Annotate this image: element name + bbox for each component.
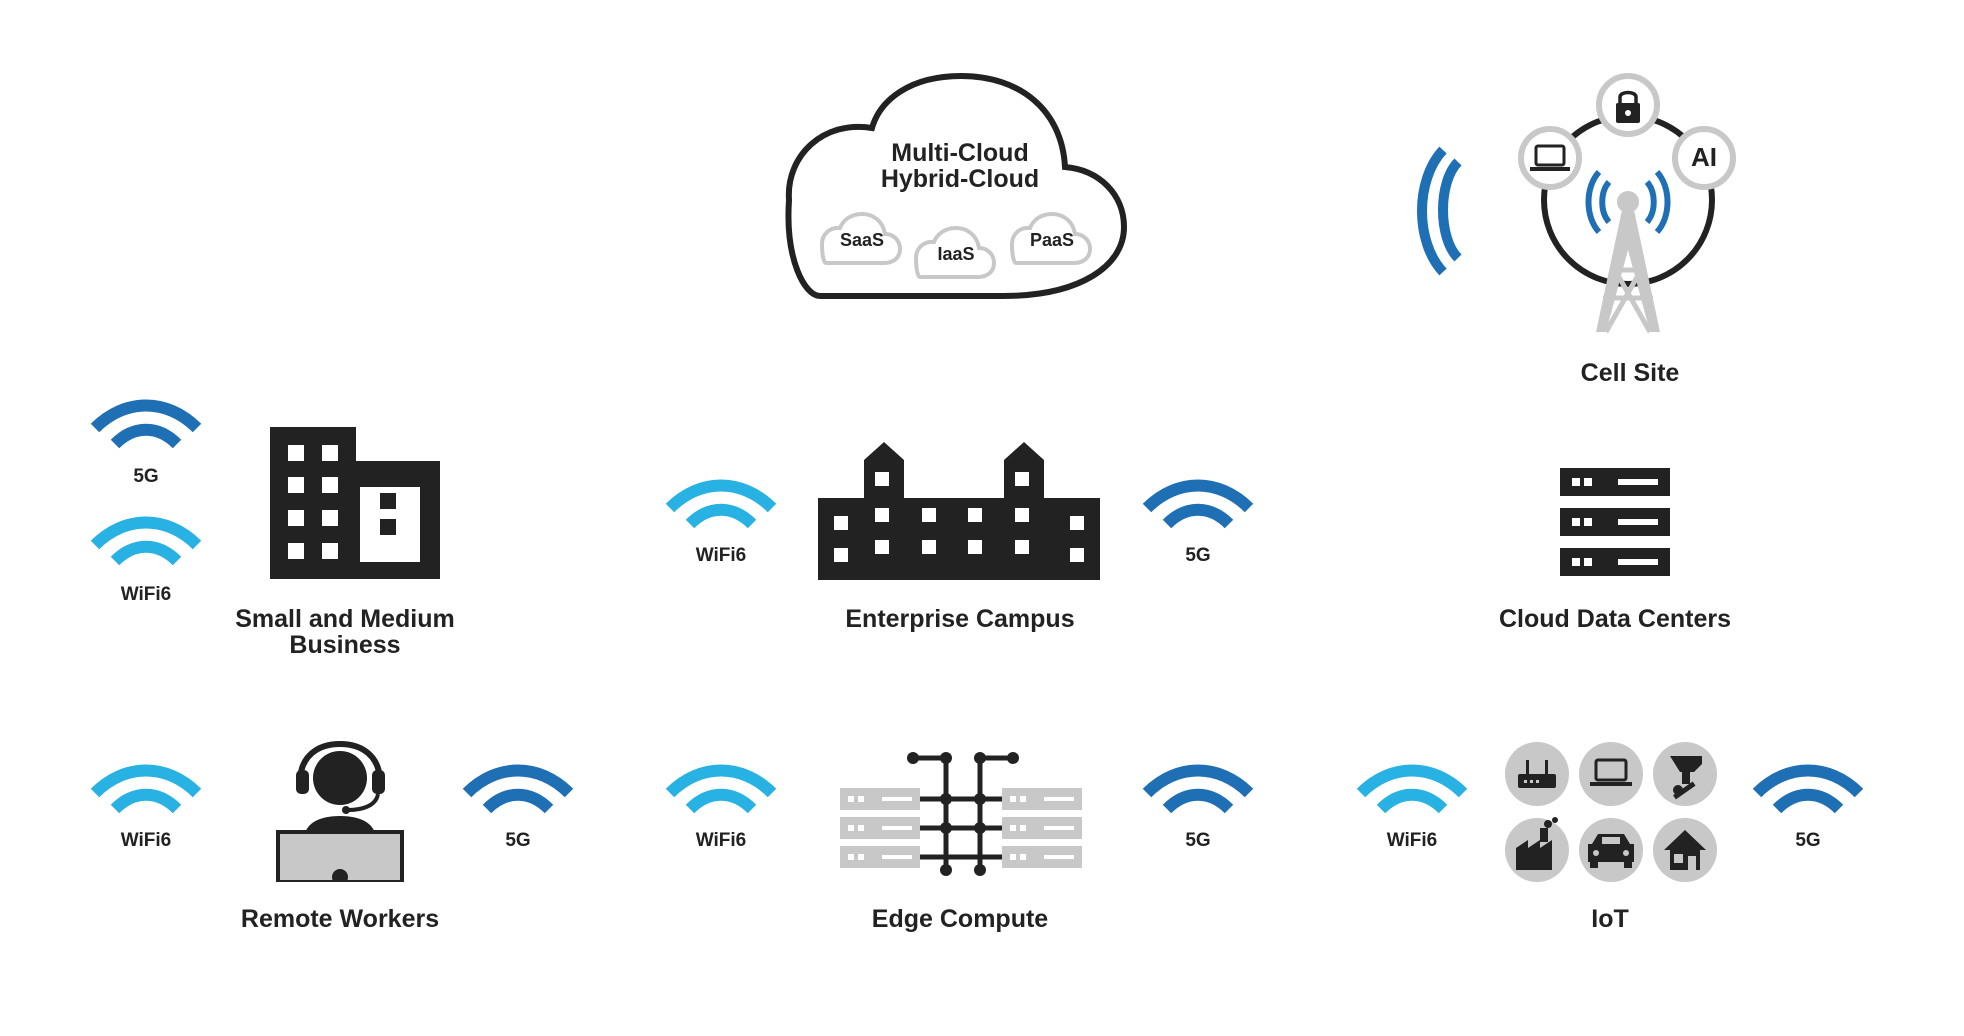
- edge-wifi-label: WiFi6: [695, 830, 747, 851]
- service-saas: SaaS: [839, 230, 885, 250]
- signal-wifi6-icon: [665, 479, 777, 529]
- ai-badge-label: AI: [1691, 142, 1717, 172]
- smb-label-line1: Small and Medium: [235, 605, 455, 633]
- signal-5g-icon: [1142, 479, 1254, 529]
- multi-cloud: Multi-Cloud Hybrid-Cloud SaaS IaaS PaaS: [780, 70, 1140, 310]
- datacenter-label: Cloud Data Centers: [1499, 605, 1731, 633]
- signal-wifi6-icon: [1356, 764, 1468, 814]
- campus-wifi-label: WiFi6: [695, 545, 747, 566]
- broadcast-arcs-icon: [1417, 146, 1462, 276]
- signal-5g-icon: [1142, 764, 1254, 814]
- smb-wifi-label: WiFi6: [120, 584, 172, 605]
- campus-5g-label: 5G: [1185, 545, 1211, 566]
- signal-wifi6-icon: [90, 764, 202, 814]
- smb-label-line2: Business: [289, 631, 401, 659]
- iot-wifi-label: WiFi6: [1386, 830, 1438, 851]
- cell-site-label: Cell Site: [1580, 359, 1680, 387]
- wifi-signal-5g: [1752, 763, 1864, 824]
- wifi-signal-wifi6: [1356, 763, 1468, 824]
- wifi-signal-5g: [1142, 763, 1254, 824]
- office-building-icon: [270, 427, 440, 584]
- remote-5g-label: 5G: [505, 830, 531, 851]
- wifi-signal-wifi6: [665, 763, 777, 824]
- laptop-icon: [1518, 126, 1582, 190]
- smb-5g-label: 5G: [133, 466, 159, 487]
- signal-5g-icon: [1752, 764, 1864, 814]
- signal-wifi6-icon: [665, 764, 777, 814]
- car-icon: [1588, 834, 1634, 868]
- lock-icon: [1596, 73, 1660, 137]
- remote-wifi-label: WiFi6: [120, 830, 172, 851]
- wifi-signal-wifi6: [90, 763, 202, 824]
- service-iaas: IaaS: [937, 244, 975, 264]
- laptop-icon: [1590, 758, 1632, 786]
- iot-5g-label: 5G: [1795, 830, 1821, 851]
- wifi-signal-wifi6: [665, 478, 777, 539]
- campus-building-icon: [818, 430, 1100, 585]
- camera-icon: [1670, 756, 1702, 800]
- signal-wifi6-icon: [90, 516, 202, 566]
- cloud-title-line1: Multi-Cloud: [891, 139, 1029, 167]
- wifi-signal-wifi6: [90, 515, 202, 576]
- iot-icon-grid: [1504, 740, 1718, 891]
- cell-tower-icon: [1585, 169, 1671, 334]
- wifi-signal-5g: [1142, 478, 1254, 539]
- edge-compute-icon: [840, 752, 1090, 887]
- wifi-signal-5g: [90, 398, 202, 459]
- edge-5g-label: 5G: [1185, 830, 1211, 851]
- ai-icon: [1672, 126, 1736, 190]
- cloud-title-line2: Hybrid-Cloud: [880, 165, 1040, 193]
- headset-worker-icon: [276, 740, 406, 887]
- cell-site-graphic: [1417, 73, 1736, 334]
- factory-icon: [1516, 817, 1558, 870]
- wifi-signal-5g: [462, 763, 574, 824]
- remote-label: Remote Workers: [240, 905, 440, 933]
- campus-label: Enterprise Campus: [845, 605, 1075, 633]
- signal-5g-icon: [90, 399, 202, 449]
- edge-label: Edge Compute: [871, 905, 1049, 933]
- server-rack-icon: [1560, 468, 1670, 583]
- cloud-icon: [785, 72, 1128, 299]
- service-paas: PaaS: [1029, 230, 1075, 250]
- iot-label: IoT: [1591, 905, 1629, 933]
- cell-site: AI Cell Site: [1410, 70, 1740, 386]
- signal-5g-icon: [462, 764, 574, 814]
